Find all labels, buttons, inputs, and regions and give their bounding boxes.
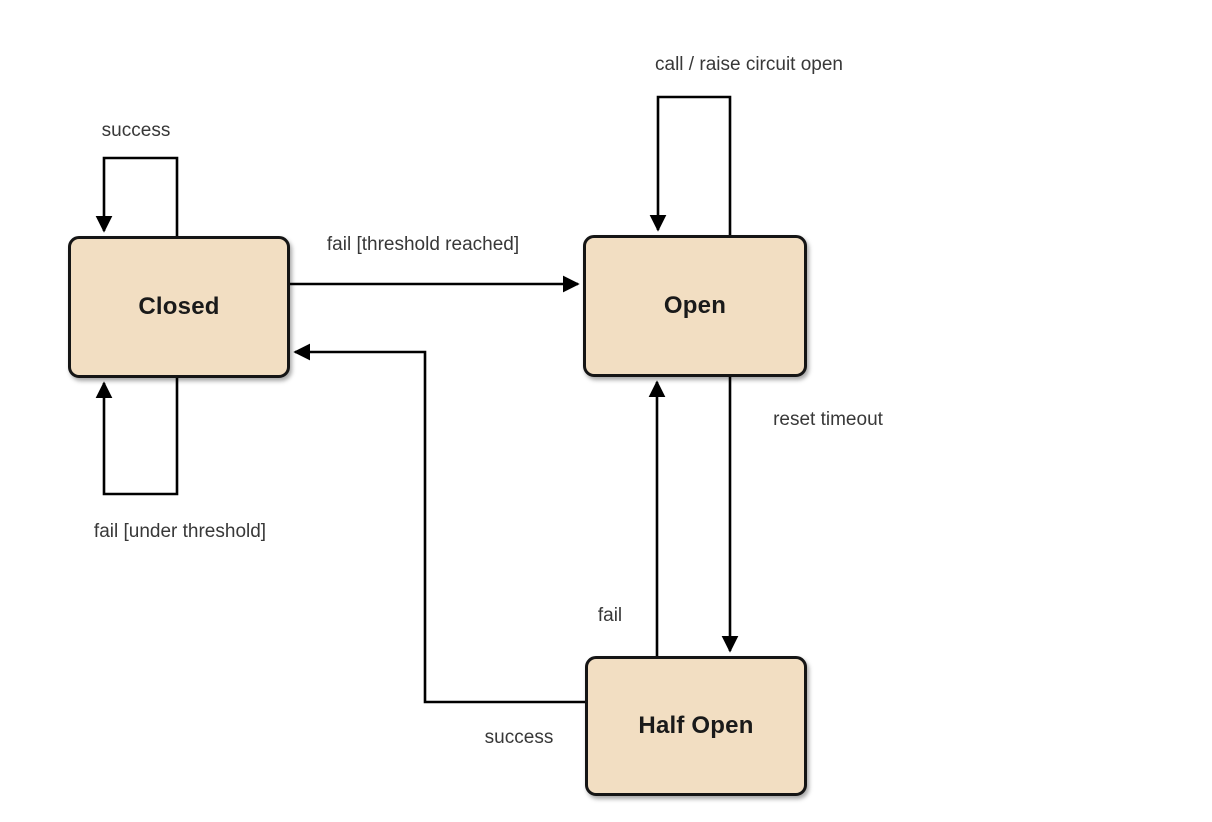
- edge-halfopen-to-closed: [293, 343, 585, 704]
- edge-label-open-to-halfopen: reset timeout: [773, 409, 883, 430]
- state-open: Open: [583, 235, 807, 377]
- edge-label-closed-self-fail: fail [under threshold]: [93, 521, 267, 542]
- state-closed-label: Closed: [138, 293, 220, 320]
- edge-label-closed-to-open: fail [threshold reached]: [326, 234, 520, 255]
- edge-closed-self-fail: [95, 377, 179, 496]
- state-half-open: Half Open: [585, 656, 807, 796]
- edge-closed-self-success: [95, 156, 179, 237]
- edge-label-closed-self-success: success: [101, 120, 171, 141]
- edge-label-open-self-call: call / raise circuit open: [655, 54, 843, 75]
- edge-label-halfopen-to-open: fail: [597, 605, 623, 626]
- edge-open-self-call: [649, 95, 732, 236]
- state-closed: Closed: [68, 236, 290, 378]
- state-open-label: Open: [663, 292, 727, 319]
- state-half-open-label: Half Open: [638, 712, 754, 739]
- edge-label-halfopen-to-closed: success: [484, 727, 554, 748]
